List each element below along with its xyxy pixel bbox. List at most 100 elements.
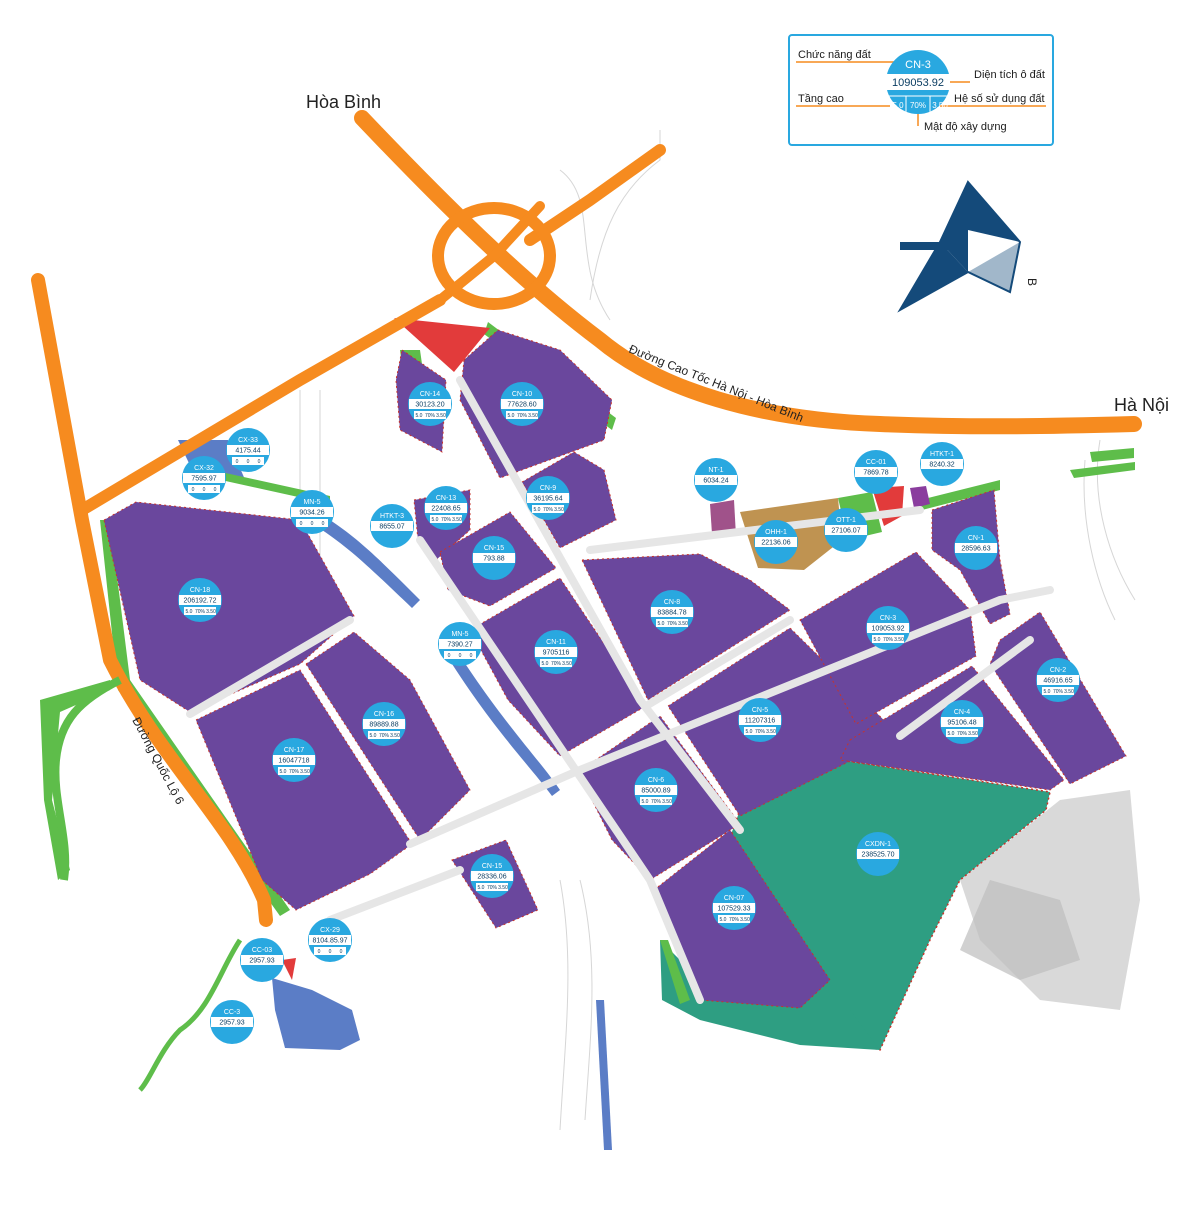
plot-code: CN-16 [374,711,394,718]
plot-label-band [1037,675,1079,685]
legend-usage-coef: Hệ số sử dụng đất [954,93,1045,105]
plot-area: 7869.78 [863,470,888,477]
plot-area: 85000.89 [641,788,670,795]
plot-area: 4175.44 [235,448,260,455]
plot-floors: 5.0 [1044,689,1051,695]
plot-density: 70% [651,799,662,805]
plot-label-band [535,647,577,657]
plot-density: 70% [1053,689,1064,695]
plot-indices-row [718,915,750,923]
plot-code: CX-33 [238,437,258,444]
plot-label-band [941,717,983,727]
plot-indices-row [506,411,538,419]
plot-area: 7390.27 [447,642,472,649]
plot-code: NT-1 [708,467,723,474]
plot-indices-row [744,727,776,735]
plot-floors: 5.0 [478,885,485,891]
plot-floors: 5.0 [370,733,377,739]
plot-floors: 5.0 [534,507,541,513]
national-road-6 [31,273,273,927]
plot-density: 70% [289,769,300,775]
plot-code: HTKT-1 [930,451,954,458]
plot-coef: 3.50 [662,799,672,805]
plot-density: 70% [487,885,498,891]
legend: CN-3 109053.92 5.0 70% 3.50 Chức năng đấ… [788,34,1054,146]
south-west-stream [138,938,243,1092]
plot-label-band [179,595,221,605]
plot-area: 11207316 [745,718,776,725]
plot-label-band [291,507,333,517]
plot-area: 9705116 [543,650,570,657]
plot-area: 8104.85.97 [312,938,347,945]
legend-sample-coef: 3.50 [932,101,948,110]
plot-code: CN-15 [482,863,502,870]
plot-area: 30123.20 [415,402,444,409]
plot-density: 70% [551,661,562,667]
plot-density: 70% [755,729,766,735]
plot-code: CN-07 [724,895,744,902]
plot-code: CN-15 [484,545,504,552]
legend-plot-area: Diện tích ô đất [974,69,1045,81]
plot-density: 0 [329,949,332,955]
plot-area: 109053.92 [871,626,904,633]
plot-coef: 3.50 [452,517,462,523]
legend-floors: Tầng cao [798,93,844,105]
plot-floors: 5.0 [416,413,423,419]
plot-code: CN-4 [954,709,970,716]
plot-label-band [921,459,963,469]
plot-coef: 0 [470,653,473,659]
plot-code: CX-32 [194,465,214,472]
plot-density: 70% [667,621,678,627]
plot-label-band [409,399,451,409]
plot-area: 95106.48 [947,720,976,727]
plot-area: 46916.65 [1043,678,1072,685]
compass-letter: B [1025,278,1039,286]
plot-cn-18 [103,501,355,713]
plot-label-band [371,521,413,531]
plot-label-band [651,607,693,617]
plot-density: 70% [195,609,206,615]
plot-label-band [273,755,315,765]
plot-coef: 3.50 [498,885,508,891]
plot-floors: 0 [192,487,195,493]
plot-floors: 0 [318,949,321,955]
plot-code: CN-14 [420,391,440,398]
plot-area: 83884.78 [657,610,686,617]
plot-indices-row [278,767,310,775]
plot-area: 36195.64 [533,496,562,503]
plot-label-band [755,537,797,547]
